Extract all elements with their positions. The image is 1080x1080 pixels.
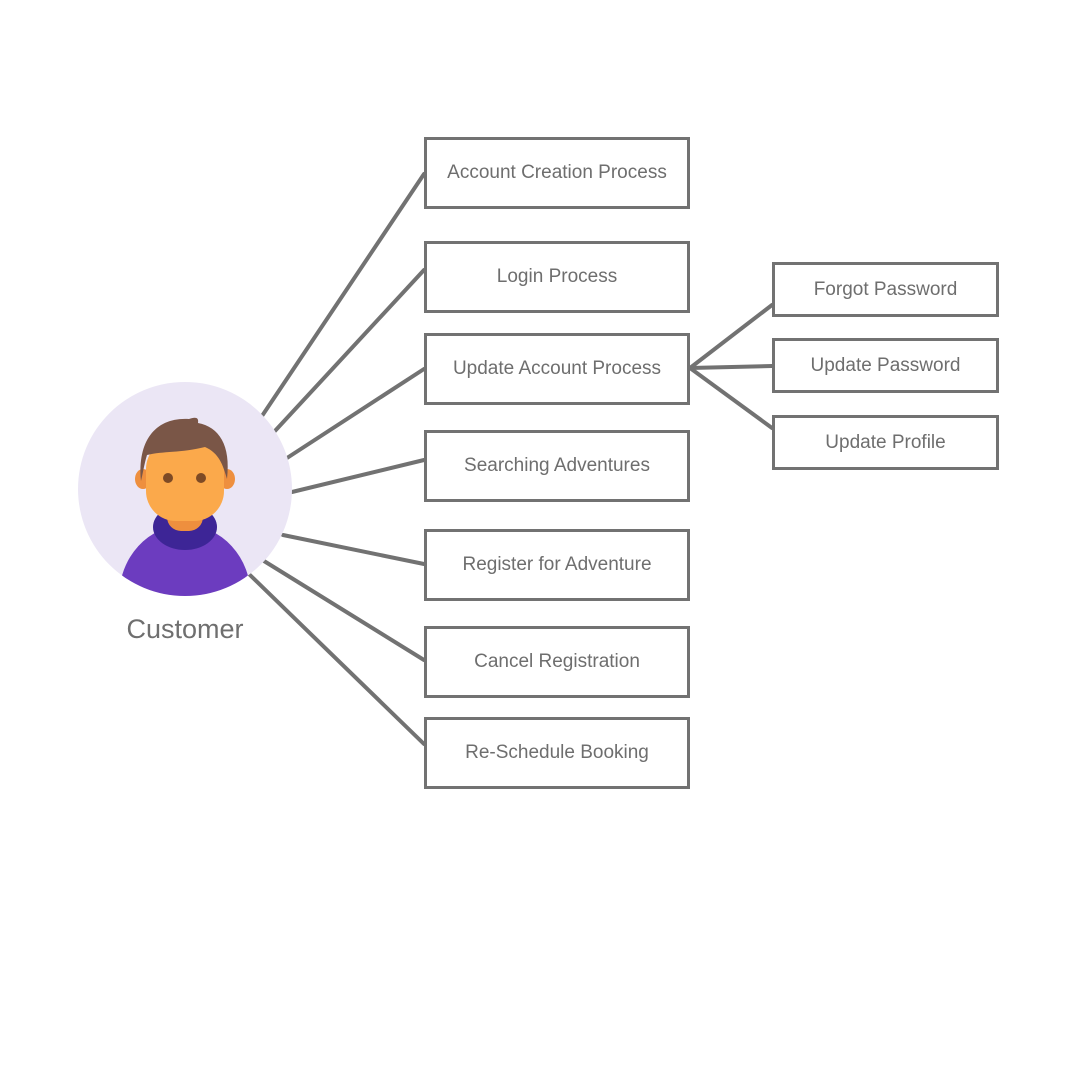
process-label: Searching Adventures bbox=[464, 455, 650, 476]
process-label: Register for Adventure bbox=[462, 554, 652, 575]
subprocess-label: Update Password bbox=[810, 354, 961, 376]
connector-account-creation bbox=[260, 172, 426, 418]
connector-update-account bbox=[285, 367, 426, 460]
process-account-creation[interactable]: Account Creation Process bbox=[424, 137, 690, 209]
process-searching-adventures[interactable]: Searching Adventures bbox=[424, 430, 690, 502]
process-label: Cancel Registration bbox=[474, 651, 640, 672]
subprocess-forgot-password[interactable]: Forgot Password bbox=[772, 262, 999, 317]
connector-update-profile bbox=[688, 366, 774, 430]
process-update-account[interactable]: Update Account Process bbox=[424, 333, 690, 405]
subprocess-update-profile[interactable]: Update Profile bbox=[772, 415, 999, 470]
subprocess-label: Update Profile bbox=[825, 431, 946, 453]
subprocess-label: Forgot Password bbox=[813, 278, 958, 300]
process-label: Login Process bbox=[496, 266, 618, 287]
connector-reschedule bbox=[248, 573, 426, 746]
process-register-for-adventure[interactable]: Register for Adventure bbox=[424, 529, 690, 601]
process-label: Update Account Process bbox=[452, 358, 662, 379]
connector-forgot-password bbox=[688, 303, 774, 370]
connector-update-password bbox=[688, 364, 774, 370]
actor-label: Customer bbox=[126, 614, 244, 644]
connector-searching bbox=[290, 458, 426, 494]
connector-login bbox=[272, 268, 426, 434]
process-label: Account Creation Process bbox=[447, 162, 667, 183]
process-login[interactable]: Login Process bbox=[424, 241, 690, 313]
connector-register bbox=[281, 533, 426, 566]
connector-cancel bbox=[262, 559, 426, 662]
subprocess-update-password[interactable]: Update Password bbox=[772, 338, 999, 393]
process-label: Re-Schedule Booking bbox=[465, 742, 649, 763]
process-reschedule-booking[interactable]: Re-Schedule Booking bbox=[424, 717, 690, 789]
customer-avatar-icon bbox=[78, 382, 292, 596]
process-cancel-registration[interactable]: Cancel Registration bbox=[424, 626, 690, 698]
